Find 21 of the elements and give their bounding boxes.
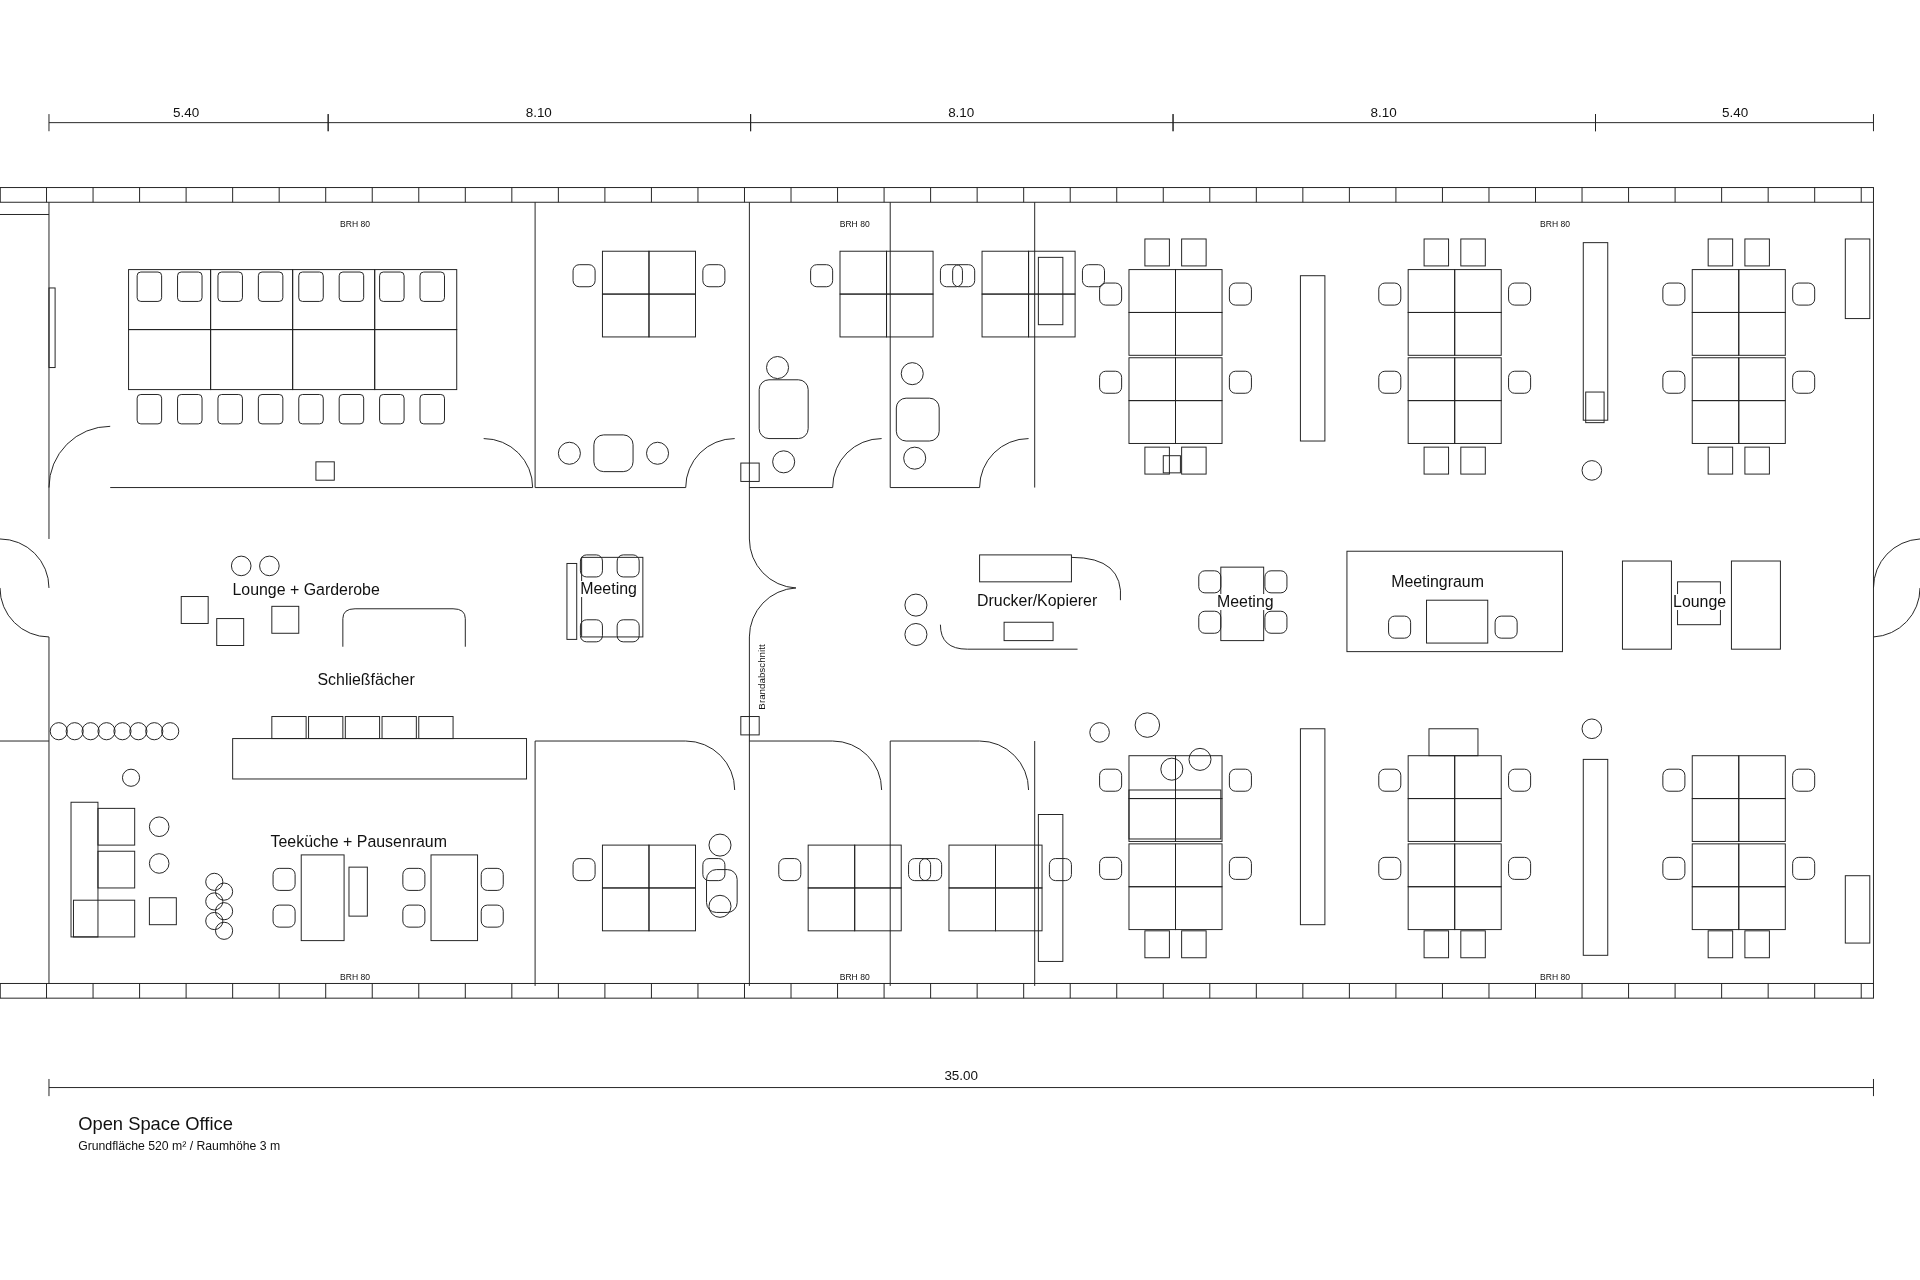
room-label: Meeting [1216, 594, 1275, 611]
room-label: Drucker/Kopierer [976, 593, 1099, 610]
parapet-height: BRH 80 [838, 219, 871, 229]
parapet-height: BRH 80 [838, 972, 871, 982]
dimension-text: 8.10 [947, 105, 976, 120]
parapet-height: BRH 80 [1539, 219, 1572, 229]
plan-title: Open Space Office [77, 1114, 234, 1134]
parapet-height: BRH 80 [1539, 972, 1572, 982]
zone-label: Brandabschnitt [756, 643, 767, 711]
room-label: Lounge + Garderobe [231, 582, 381, 599]
room-label: Schließfächer [316, 671, 416, 688]
dimension-text: 8.10 [1369, 105, 1398, 120]
dimension-text: 5.40 [172, 105, 201, 120]
room-label: Meeting [579, 581, 638, 597]
dimension-text: 8.10 [524, 105, 553, 120]
plan-caption: Grundfläche 520 m² / Raumhöhe 3 m [77, 1140, 282, 1153]
dimension-text: 5.40 [1721, 105, 1750, 120]
room-label: Meetingraum [1390, 573, 1485, 590]
parapet-height: BRH 80 [339, 972, 372, 982]
room-label: Lounge [1672, 594, 1728, 611]
parapet-height: BRH 80 [339, 219, 372, 229]
